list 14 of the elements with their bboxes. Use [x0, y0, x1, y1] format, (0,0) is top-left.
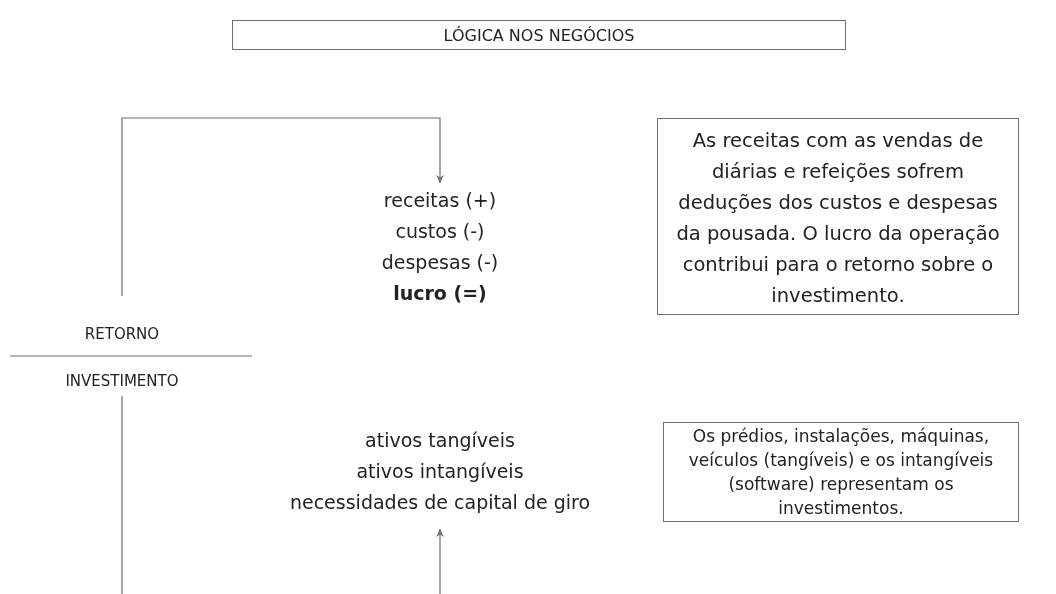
text-line: despesas (-)	[380, 250, 500, 275]
text-line: ativos intangíveis	[355, 459, 525, 484]
axis-label: INVESTIMENTO	[64, 371, 180, 391]
connector-arrow	[121, 117, 444, 297]
text-line: custos (-)	[394, 219, 486, 244]
text-line: receitas (+)	[382, 188, 498, 213]
note-box: Os prédios, instalações, máquinas, veículos (tangíveis) e os intangíveis (software) representam os investimentos.	[663, 422, 1019, 522]
text-line: lucro (=)	[392, 281, 488, 306]
text-line: ativos tangíveis	[364, 428, 516, 453]
text-line: necessidades de capital de giro	[288, 490, 592, 515]
title-box: LÓGICA NOS NEGÓCIOS	[232, 20, 846, 50]
connector-arrow	[121, 395, 444, 594]
axis-label: RETORNO	[83, 324, 161, 344]
note-box: As receitas com as vendas de diárias e refeições sofrem deduções dos custos e despesas da pousada. O lucro da operação contribui para o retorno sobre o investimento.	[657, 118, 1019, 315]
